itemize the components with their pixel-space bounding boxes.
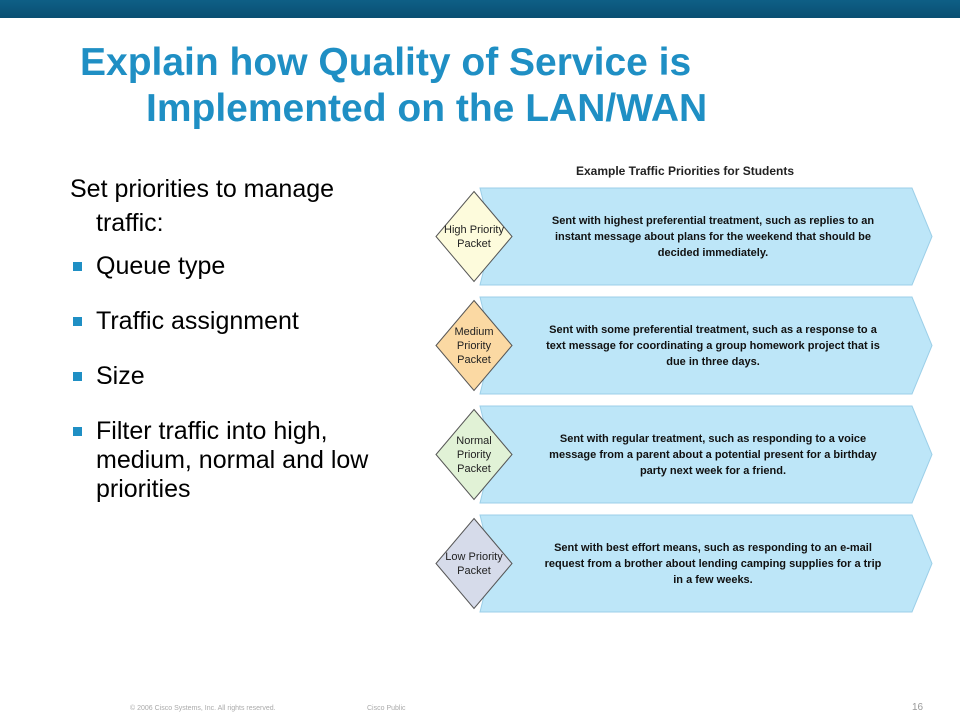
slide-title-line-2: Implemented on the LAN/WAN bbox=[146, 87, 708, 130]
bullet-square-icon bbox=[73, 317, 82, 326]
traffic-priorities-diagram: Example Traffic Priorities for Students … bbox=[415, 160, 935, 625]
bullet-square-icon bbox=[73, 372, 82, 381]
priority-description: Sent with highest preferential treatment… bbox=[551, 214, 875, 259]
top-banner-bar bbox=[0, 0, 960, 18]
bullet-item: Filter traffic into high, medium, normal… bbox=[70, 417, 415, 504]
priority-description: Sent with best effort means, such as res… bbox=[544, 541, 882, 586]
priority-description: Sent with some preferential treatment, s… bbox=[546, 323, 880, 368]
intro-line-1: Set priorities to manage bbox=[70, 175, 335, 203]
bullet-item: Queue type bbox=[70, 252, 415, 281]
priority-description: Sent with regular treatment, such as res… bbox=[549, 432, 877, 477]
slide-title-line-1: Explain how Quality of Service is bbox=[80, 41, 692, 84]
diagram-title: Example Traffic Priorities for Students bbox=[575, 164, 795, 178]
priority-packet-diamond bbox=[435, 299, 513, 392]
bullet-text: Filter traffic into high, medium, normal… bbox=[96, 417, 369, 503]
body-text: Set priorities to manage traffic: Queue … bbox=[70, 172, 415, 530]
diagram-canvas bbox=[435, 187, 933, 613]
bullet-list: Queue type Traffic assignment Size Filte… bbox=[70, 252, 415, 504]
bullet-item: Size bbox=[70, 362, 415, 391]
slide-number: 16 bbox=[912, 702, 924, 713]
bullet-square-icon bbox=[73, 262, 82, 271]
bullet-item: Traffic assignment bbox=[70, 307, 415, 336]
intro-text: Set priorities to manage traffic: bbox=[70, 172, 415, 240]
priority-packet-diamond bbox=[435, 190, 513, 283]
bullet-text: Queue type bbox=[96, 252, 226, 280]
bullet-square-icon bbox=[73, 427, 82, 436]
bullet-text: Traffic assignment bbox=[96, 307, 299, 335]
priority-packet-diamond bbox=[435, 517, 513, 610]
intro-line-2: traffic: bbox=[96, 209, 164, 237]
slide-title: Explain how Quality of Service is Implem… bbox=[0, 40, 960, 132]
footer-classification: Cisco Public bbox=[367, 705, 406, 712]
footer-copyright: © 2006 Cisco Systems, Inc. All rights re… bbox=[130, 705, 276, 712]
bullet-text: Size bbox=[96, 362, 145, 390]
priority-packet-diamond bbox=[435, 408, 513, 501]
